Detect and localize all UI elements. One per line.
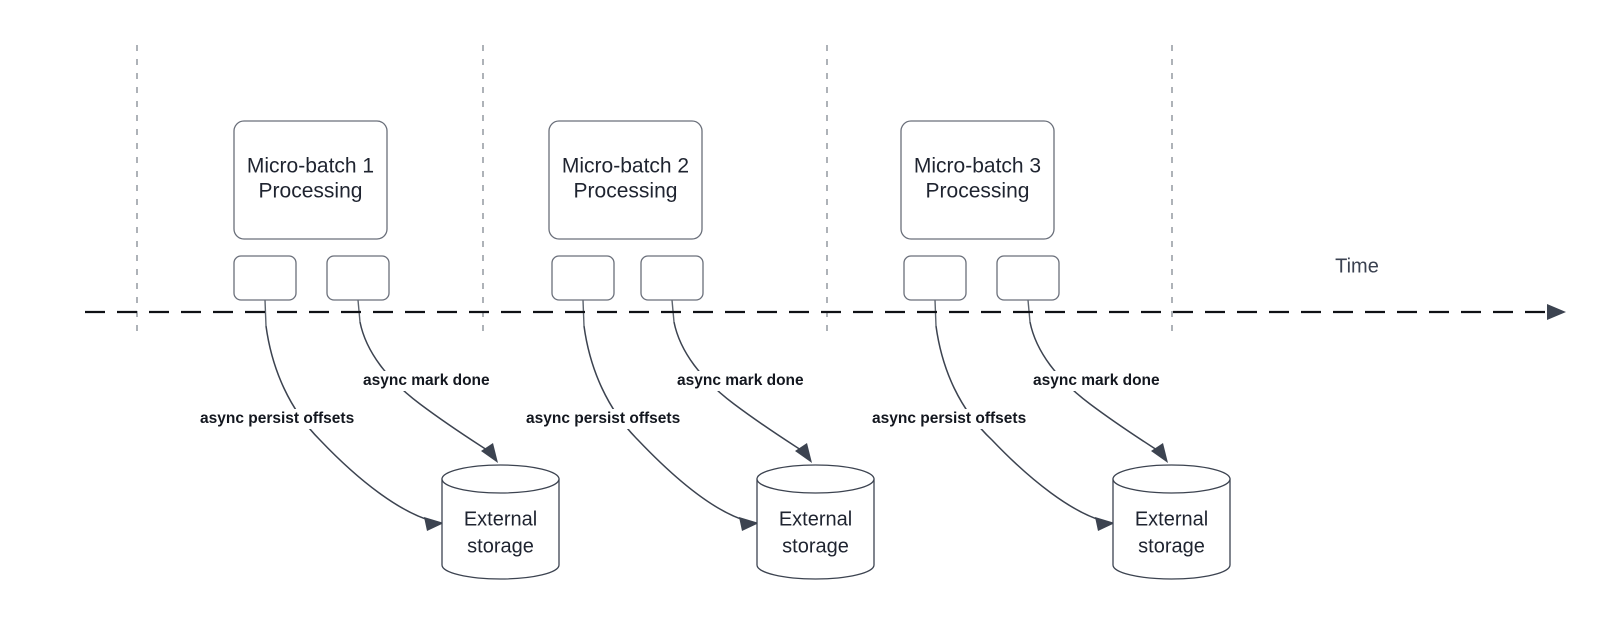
storage-cylinder-3-label-line1: External (1135, 508, 1208, 530)
flows-group-1 (265, 321, 498, 531)
edge-labels: async mark done async persist offsets as… (197, 371, 1170, 429)
storage-cylinder-3-body (1112, 478, 1231, 580)
label-bg-g1-mark (360, 371, 500, 391)
edge-label-g1-mark-done: async mark done (363, 372, 490, 389)
time-axis-label: Time (1335, 255, 1379, 277)
storage-cylinder-2-top (756, 464, 875, 494)
label-bg-g2-persist (523, 409, 699, 429)
mini-box-g1-mark[interactable] (326, 255, 390, 301)
tick-marks-group (136, 45, 1173, 332)
label-bg-g3-persist (869, 409, 1045, 429)
storage-cylinder-1-label-line1: External (464, 508, 537, 530)
label-bg-g1-persist (197, 409, 373, 429)
flow-g3-persist-offsets (935, 325, 1104, 522)
label-bg-g3-mark (1030, 371, 1170, 391)
stem-g1-persist (264, 299, 267, 327)
edge-label-g3-persist-offsets: async persist offsets (872, 410, 1026, 427)
storage-cylinder-2-label-line2: storage (782, 535, 849, 557)
storage-cylinder-2-body (756, 478, 875, 580)
flow-g1-mark-done (359, 321, 491, 453)
process-box-group-3[interactable]: Micro-batch 3 Processing (900, 120, 1055, 240)
timeline-axis (85, 304, 1566, 320)
storage-cylinder-1[interactable]: External storage (441, 464, 560, 580)
edge-label-g3-mark-done: async mark done (1033, 372, 1160, 389)
storage-cylinder-3[interactable]: External storage (1112, 464, 1231, 580)
process-box-1[interactable] (233, 120, 388, 240)
storage-cylinder-2-label-line1: External (779, 508, 852, 530)
flow-g2-mark-done (673, 321, 805, 453)
process-box-1-label-line1: Micro-batch 1 (247, 155, 374, 178)
flow-g3-persist-arrowhead (1095, 517, 1115, 531)
storage-cylinder-1-label-line2: storage (467, 535, 534, 557)
timeline-arrowhead (1547, 304, 1566, 320)
mini-box-g3-mark[interactable] (996, 255, 1060, 301)
mini-box-g3-persist[interactable] (903, 255, 967, 301)
process-box-3-label-line2: Processing (926, 180, 1030, 203)
edge-label-g1-persist-offsets: async persist offsets (200, 410, 354, 427)
storage-cylinder-3-label-line2: storage (1138, 535, 1205, 557)
mini-box-g2-persist[interactable] (551, 255, 615, 301)
flow-g2-mark-arrowhead (795, 443, 812, 463)
edge-label-g2-persist-offsets: async persist offsets (526, 410, 680, 427)
process-box-group-2[interactable]: Micro-batch 2 Processing (548, 120, 703, 240)
storage-cylinder-1-body (441, 478, 560, 580)
process-box-2-label-line2: Processing (574, 180, 678, 203)
mini-box-g1-persist[interactable] (233, 255, 297, 301)
edge-label-g2-mark-done: async mark done (677, 372, 804, 389)
flow-g2-persist-arrowhead (739, 517, 759, 531)
storage-cylinder-2[interactable]: External storage (756, 464, 875, 580)
storage-cylinder-3-top (1112, 464, 1231, 494)
mini-boxes (233, 255, 1060, 301)
label-bg-g2-mark (674, 371, 814, 391)
flow-g3-mark-done (1029, 321, 1161, 453)
storage-cylinder-1-top (441, 464, 560, 494)
process-box-3-label-line1: Micro-batch 3 (914, 155, 1041, 178)
process-box-group-1[interactable]: Micro-batch 1 Processing (233, 120, 388, 240)
mini-box-g2-mark[interactable] (640, 255, 704, 301)
flow-g3-mark-arrowhead (1151, 443, 1168, 463)
process-box-2[interactable] (548, 120, 703, 240)
process-box-2-label-line1: Micro-batch 2 (562, 155, 689, 178)
flow-g1-mark-arrowhead (481, 443, 498, 463)
process-box-1-label-line2: Processing (259, 180, 363, 203)
process-box-3[interactable] (900, 120, 1055, 240)
flows-group-3 (935, 321, 1168, 531)
flow-g2-persist-offsets (583, 325, 748, 522)
flow-g1-persist-offsets (265, 325, 433, 522)
flow-g1-persist-arrowhead (424, 517, 444, 531)
flows-group-2 (583, 321, 812, 531)
